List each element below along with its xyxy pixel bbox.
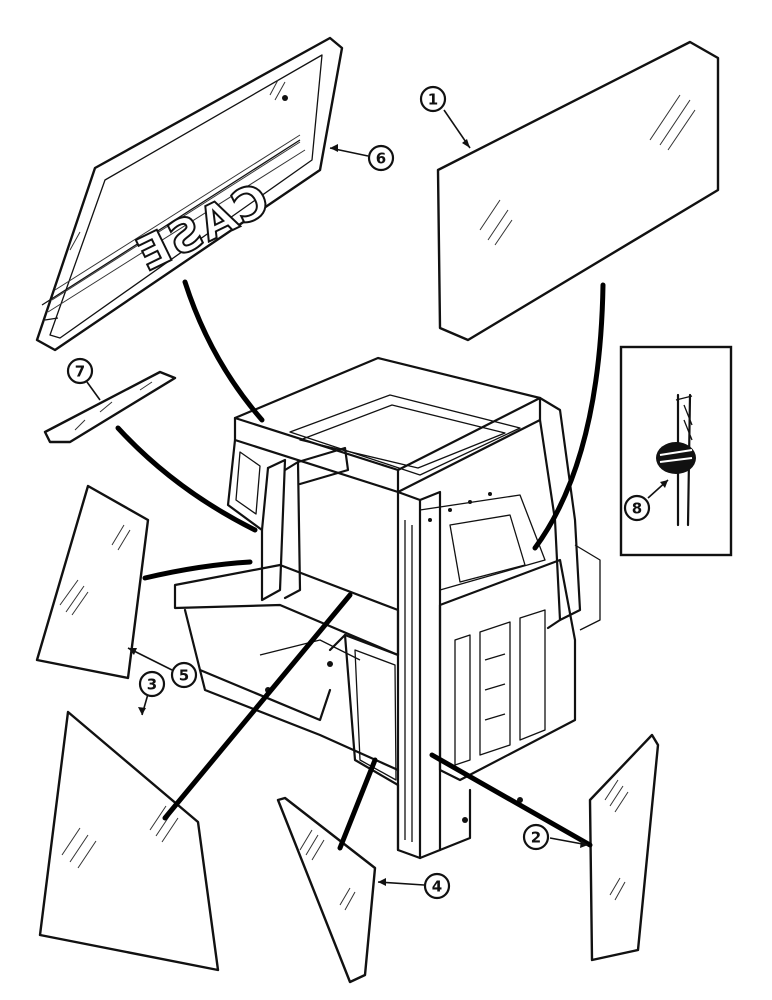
detail-inset-8: [619, 345, 733, 557]
callout-2: 2: [522, 823, 550, 851]
callout-7: 7: [66, 357, 94, 385]
callout-3: 3: [138, 670, 166, 698]
glass-panel-2: [588, 733, 660, 962]
callout-1: 1: [419, 85, 447, 113]
callout-5: 5: [170, 661, 198, 689]
glass-panel-3: [38, 710, 220, 972]
svg-text:3: 3: [147, 676, 157, 694]
leader-lines: [115, 279, 606, 851]
glass-panel-5: [35, 484, 150, 680]
glass-panel-1: [436, 40, 720, 342]
callout-6: 6: [367, 144, 395, 172]
callout-arrows: [86, 109, 669, 886]
svg-text:1: 1: [428, 91, 438, 109]
glass-panel-7: [43, 370, 177, 444]
svg-text:2: 2: [531, 829, 541, 847]
svg-text:7: 7: [75, 363, 85, 381]
glass-panel-4: [276, 796, 377, 984]
svg-text:5: 5: [179, 667, 189, 685]
callout-8: 8: [623, 494, 651, 522]
svg-text:4: 4: [432, 878, 442, 896]
roof-glass-panel-6: CASE: [35, 36, 344, 352]
svg-text:8: 8: [632, 500, 642, 518]
svg-text:6: 6: [376, 150, 386, 168]
callout-4: 4: [423, 872, 451, 900]
cab-frame: [173, 356, 601, 860]
